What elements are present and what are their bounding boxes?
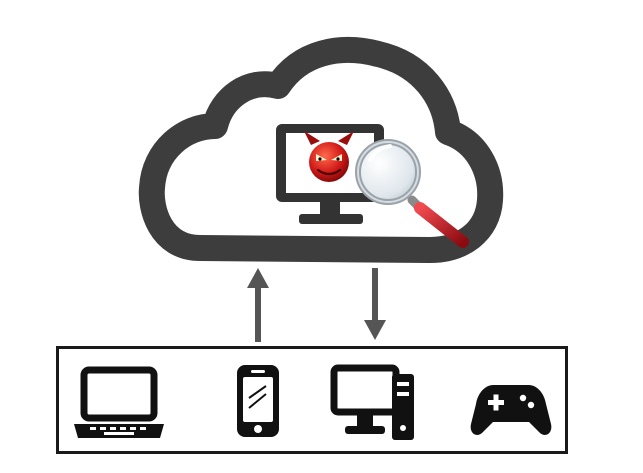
devil-icon — [304, 131, 354, 182]
magnifier-icon — [355, 139, 469, 248]
cloud-icon — [138, 37, 504, 263]
